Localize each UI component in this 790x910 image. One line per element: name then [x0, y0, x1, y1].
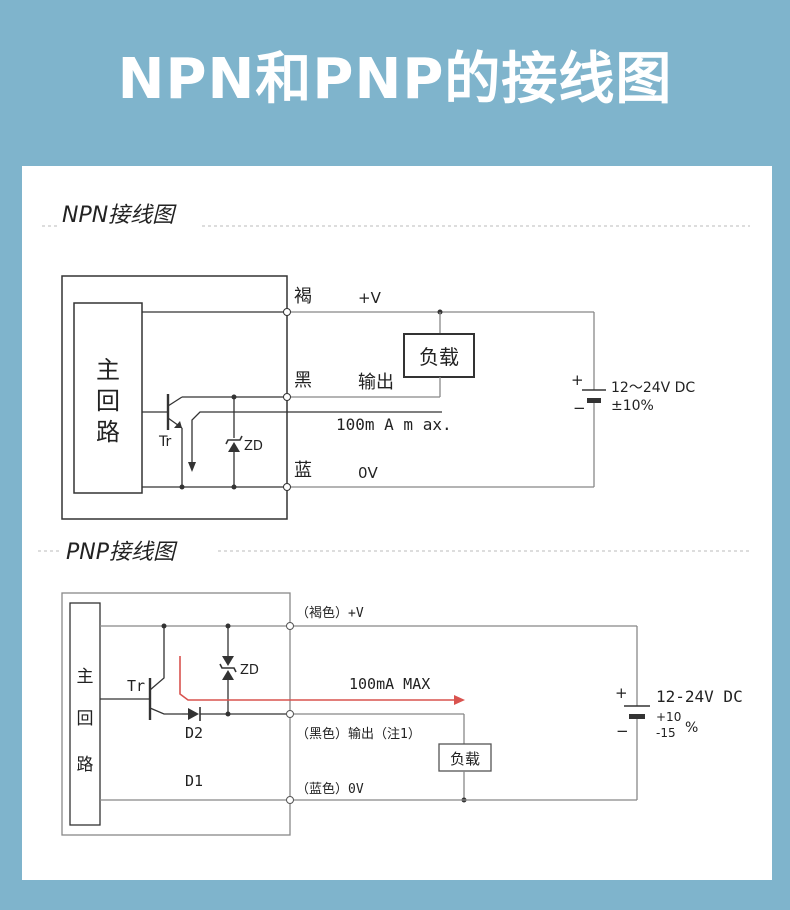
- npn-plus-v: +V: [358, 289, 382, 307]
- pnp-d1-label: D1: [185, 772, 203, 790]
- pnp-terminal-brown: [286, 622, 294, 630]
- pnp-d2-label: D2: [185, 724, 203, 742]
- npn-node-emitter: [179, 484, 185, 490]
- pnp-current-label: 100mA MAX: [349, 675, 430, 693]
- pnp-battery-plus: +: [615, 684, 628, 702]
- npn-current-path: [191, 411, 442, 466]
- pnp-battery-voltage: 12-24V DC: [656, 687, 743, 706]
- npn-battery-plus: +: [571, 371, 584, 389]
- npn-terminal-black: [283, 393, 291, 401]
- npn-section: NPN接线图 主 回 路 褐 +V 负载: [42, 203, 750, 520]
- npn-wire-blue: 蓝: [294, 460, 312, 481]
- pnp-terminal-black: [286, 710, 294, 718]
- pnp-section-title: PNP接线图: [66, 540, 178, 565]
- npn-main-char-1: 主: [96, 356, 120, 384]
- npn-main-circuit-box: [73, 302, 143, 494]
- npn-current-label: 100m A m ax.: [336, 415, 452, 434]
- npn-battery-minus: −: [573, 399, 586, 417]
- pnp-collector: [149, 626, 165, 691]
- npn-load-box: [403, 333, 475, 378]
- npn-battery-voltage: 12～24V DC: [611, 380, 695, 396]
- npn-terminal-brown: [283, 308, 291, 316]
- pnp-main-char-1: 主: [77, 667, 94, 687]
- npn-emitter-arrow: [174, 421, 182, 428]
- pnp-brown-line-label: （褐色）+V: [296, 605, 364, 621]
- pnp-current-arrowhead: [454, 695, 465, 705]
- pnp-load-box: [438, 743, 492, 772]
- npn-battery-tolerance: ±10%: [611, 398, 654, 414]
- pnp-black-line-label: （黑色）输出（注1）: [296, 726, 421, 742]
- npn-current-arrowhead: [188, 462, 196, 472]
- npn-zener-label: ZD: [244, 439, 263, 454]
- npn-zener-triangle: [228, 442, 240, 452]
- npn-main-char-3: 路: [96, 418, 120, 446]
- pnp-zener-lower-triangle: [222, 670, 234, 680]
- npn-main-char-2: 回: [96, 387, 120, 415]
- pnp-zener-label: ZD: [240, 663, 259, 678]
- pnp-terminal-blue: [286, 796, 294, 804]
- pnp-d2-triangle: [188, 708, 199, 720]
- pnp-battery-plate-short: [629, 714, 645, 719]
- pnp-load-label: 负载: [450, 750, 480, 768]
- npn-node-zener-bottom: [231, 484, 237, 490]
- npn-section-title: NPN接线图: [62, 203, 177, 228]
- pnp-main-circuit-box: [69, 602, 101, 826]
- pnp-battery-tol-plus: +10: [656, 710, 681, 724]
- pnp-transistor-label: Tr: [127, 677, 145, 695]
- page-title: NPN和PNP的接线图: [117, 47, 673, 112]
- npn-collector: [167, 396, 183, 407]
- pnp-main-char-2: 回: [77, 709, 94, 729]
- pnp-main-char-3: 路: [77, 755, 94, 775]
- pnp-blue-line-label: （蓝色）0V: [296, 781, 364, 797]
- pnp-battery-tol-unit: %: [685, 720, 698, 736]
- diagram-panel: NPN接线图 主 回 路 褐 +V 负载: [22, 166, 772, 880]
- npn-output-label: 输出: [358, 372, 394, 393]
- npn-load-label: 负载: [419, 345, 459, 369]
- wiring-diagrams: NPN接线图 主 回 路 褐 +V 负载: [38, 203, 750, 836]
- npn-wire-black: 黑: [294, 370, 312, 391]
- pnp-battery-tol-minus: -15: [656, 726, 676, 740]
- pnp-emitter: [149, 707, 182, 715]
- npn-wire-brown: 褐: [294, 286, 312, 307]
- npn-zero-v: 0V: [358, 464, 379, 482]
- npn-transistor-label: Tr: [158, 434, 171, 450]
- pnp-section: PNP接线图 主 回 路 （褐色）+V: [38, 540, 750, 836]
- npn-battery-plate-short: [587, 398, 601, 403]
- pnp-zener-bar: [219, 663, 237, 673]
- pnp-zener-upper-triangle: [222, 656, 234, 666]
- pnp-battery-minus: −: [616, 722, 629, 740]
- pnp-current-path: [179, 656, 454, 701]
- npn-zener-bar: [225, 435, 243, 445]
- npn-terminal-blue: [283, 483, 291, 491]
